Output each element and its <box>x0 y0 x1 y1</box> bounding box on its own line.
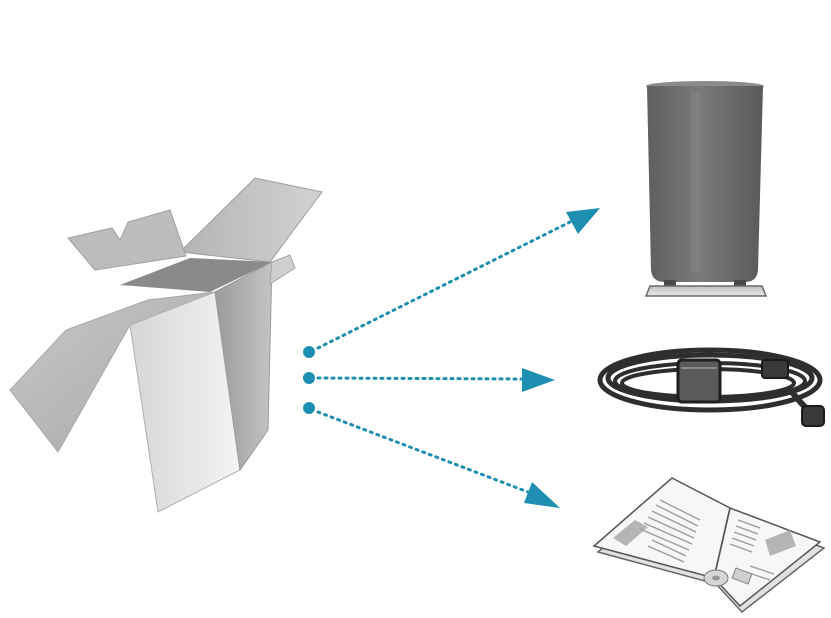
arrowhead-icon <box>524 482 560 508</box>
arrowhead-icon <box>522 368 555 392</box>
arrowhead-icon <box>566 208 600 234</box>
disc-icon <box>703 567 753 587</box>
arrow-to-manual <box>303 402 560 508</box>
arrow-origin-dot <box>303 372 315 384</box>
arrow-to-device <box>303 208 600 358</box>
arrow-origin-dot <box>303 346 315 358</box>
open-box-icon <box>9 177 323 513</box>
arrow-to-cable <box>303 368 555 392</box>
manual-booklet-icon <box>592 477 826 614</box>
device-tower-icon <box>644 81 768 297</box>
power-cable-icon <box>597 347 825 427</box>
arrow-origin-dot <box>303 402 315 414</box>
